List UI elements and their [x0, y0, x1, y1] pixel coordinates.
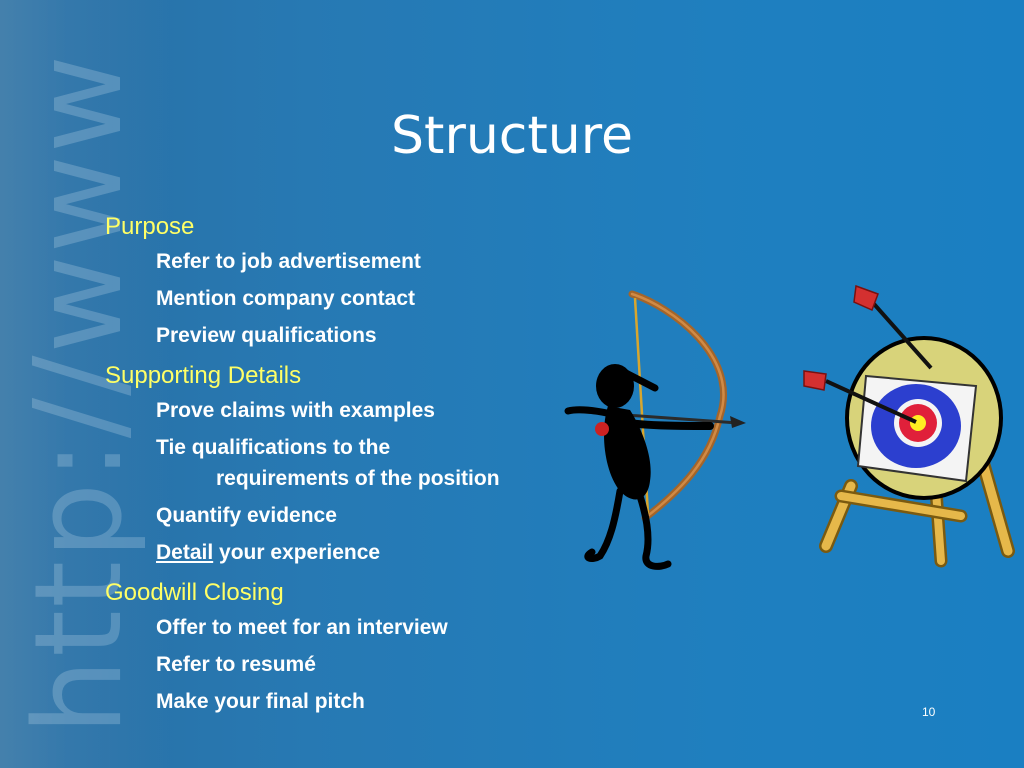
underlined-word: Detail [156, 541, 214, 564]
archery-target-clipart [803, 284, 1015, 568]
left-decorative-band [0, 0, 170, 768]
section-heading-supporting-details: Supporting Details [105, 362, 302, 389]
bullet-item: Make your final pitch [156, 690, 365, 713]
slide-title: Structure [391, 106, 633, 166]
bullet-item: Detail your experience [105, 540, 500, 577]
bullet-line: Tie qualifications to the [156, 436, 391, 459]
bullet-item: Refer to job advertisement [156, 250, 421, 273]
bullet-item: Prove claims with examples [156, 399, 435, 422]
slide-body: Purpose Refer to job advertisement Menti… [105, 211, 500, 726]
archer-clipart [564, 290, 746, 570]
bullet-line-continuation: requirements of the position [216, 467, 500, 490]
bullet-item-multiline: Tie qualifications to the requirements o… [105, 435, 500, 503]
bullet-item: Refer to resumé [156, 653, 316, 676]
bullet-text: your experience [219, 541, 381, 564]
page-number: 10 [922, 705, 936, 719]
section-heading-goodwill-closing: Goodwill Closing [105, 579, 284, 606]
bullet-item: Mention company contact [156, 287, 416, 310]
bullet-item: Offer to meet for an interview [156, 616, 448, 639]
section-heading-purpose: Purpose [105, 213, 195, 240]
bullet-item: Quantify evidence [156, 504, 337, 527]
bullet-item: Preview qualifications [156, 324, 377, 347]
